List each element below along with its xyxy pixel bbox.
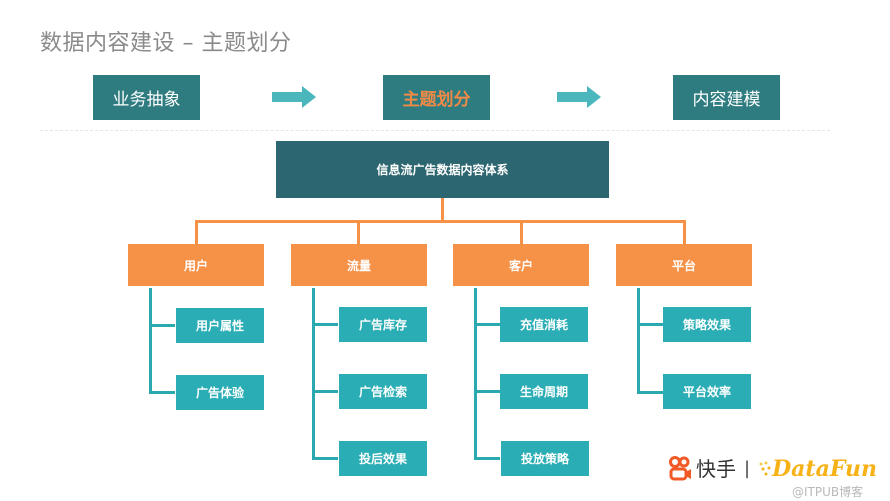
connector-customer	[520, 220, 523, 244]
leaf-post-delivery-effect: 投后效果	[339, 441, 427, 476]
leaf-lifecycle: 生命周期	[500, 374, 588, 409]
connector-root	[441, 198, 444, 222]
branch-traffic	[312, 288, 315, 460]
kuaishou-logo-icon	[669, 456, 691, 481]
category-customer: 客户	[453, 244, 589, 286]
leaf-ad-retrieval: 广告检索	[339, 374, 427, 409]
page-title: 数据内容建设 – 主题划分	[40, 31, 292, 56]
step-content-modeling: 内容建模	[673, 75, 780, 120]
right-arrow-icon	[557, 86, 601, 108]
watermark: @ITPUB博客	[792, 485, 864, 499]
branch-user	[149, 288, 152, 394]
leaf-ad-experience: 广告体验	[176, 375, 264, 410]
connector-traffic	[357, 220, 360, 244]
branch-tick	[312, 457, 338, 460]
divider	[40, 130, 830, 131]
connector-horizontal	[195, 220, 686, 223]
leaf-strategy-effect: 策略效果	[663, 307, 751, 342]
branch-tick	[474, 390, 500, 393]
leaf-recharge-consumption: 充值消耗	[500, 307, 588, 342]
footer-logos: 快手 | DataFun	[668, 455, 877, 483]
right-arrow-icon	[272, 86, 316, 108]
branch-tick	[149, 324, 175, 327]
connector-user	[195, 220, 198, 244]
branch-customer	[474, 288, 477, 460]
branch-platform	[637, 288, 640, 394]
branch-tick	[312, 390, 338, 393]
leaf-platform-efficiency: 平台效率	[663, 374, 751, 409]
leaf-delivery-strategy: 投放策略	[501, 441, 589, 476]
datafun-dots-icon	[759, 461, 771, 476]
branch-tick	[149, 391, 175, 394]
brand-datafun: DataFun	[772, 456, 878, 482]
category-traffic: 流量	[291, 244, 427, 286]
branch-tick	[637, 391, 663, 394]
brand-separator: |	[744, 458, 751, 479]
tree-root: 信息流广告数据内容体系	[276, 141, 609, 198]
category-user: 用户	[128, 244, 264, 286]
branch-tick	[474, 457, 500, 460]
step-topic-division: 主题划分	[383, 75, 490, 120]
category-platform: 平台	[616, 244, 752, 286]
brand-kuaishou: 快手	[696, 457, 736, 481]
branch-tick	[637, 323, 663, 326]
branch-tick	[474, 323, 500, 326]
step-business-abstraction: 业务抽象	[93, 75, 200, 120]
connector-platform	[683, 220, 686, 244]
branch-tick	[312, 323, 338, 326]
leaf-ad-inventory: 广告库存	[339, 307, 427, 342]
leaf-user-attributes: 用户属性	[176, 308, 264, 343]
